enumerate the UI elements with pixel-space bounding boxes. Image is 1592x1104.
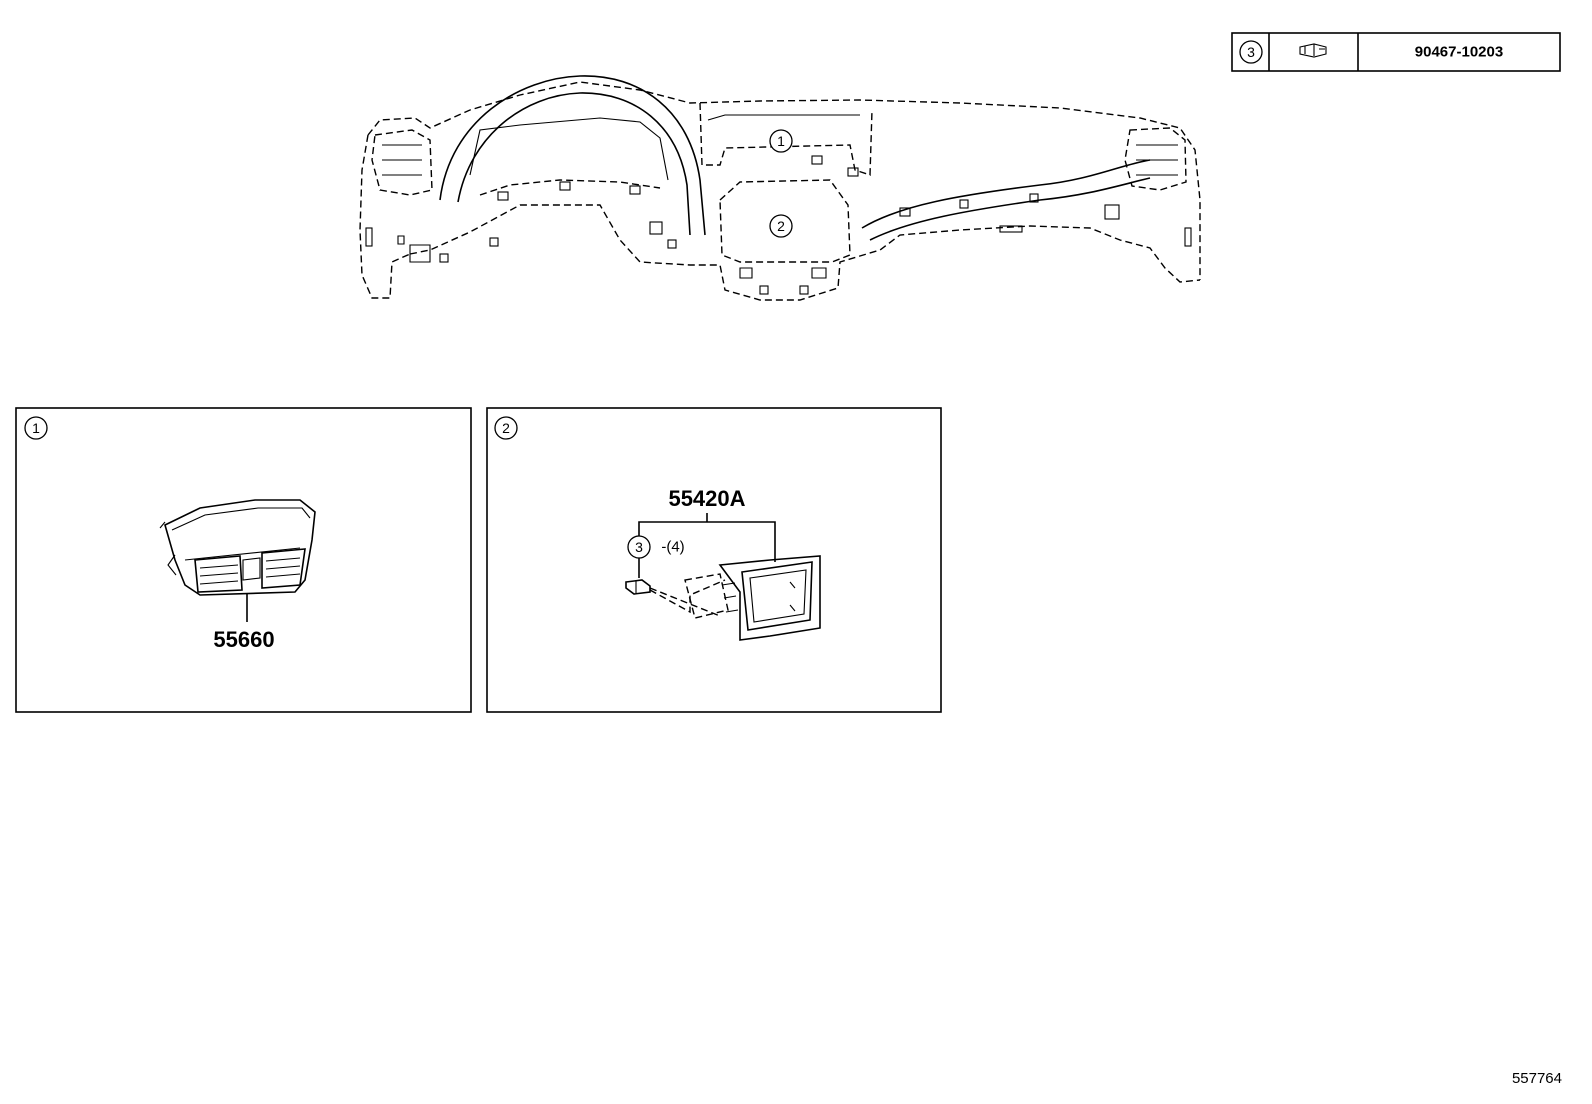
clip-icon <box>1299 43 1327 58</box>
center-vent-assembly <box>159 499 316 596</box>
legend-ref: 3 <box>1247 44 1255 60</box>
detail-panel-2: 2 55420A 3 -(4) <box>486 407 942 713</box>
panel-1-part-number: 55660 <box>213 627 274 652</box>
clip-icon <box>625 579 651 595</box>
panel-2-ref-circle <box>494 416 518 440</box>
diagram-id: 557764 <box>1511 1070 1562 1087</box>
overview-callout-1 <box>769 129 793 153</box>
panel-2-bracket-leader <box>638 513 776 562</box>
legend-part-number: 90467-10203 <box>1415 44 1503 61</box>
overview-callout-2-label: 2 <box>777 218 785 234</box>
overview-callout-1-label: 1 <box>777 133 785 149</box>
legend-table: 3 90467-10203 <box>1231 32 1561 72</box>
instrument-panel-overview: 1 2 <box>359 75 1201 301</box>
panel-1-ref: 1 <box>32 420 40 436</box>
panel-2-clip-ref: 3 <box>635 539 643 555</box>
panel-2-clip-qty: -(4) <box>661 539 684 556</box>
center-display-panel <box>684 555 821 641</box>
overview-callout-2 <box>769 214 793 238</box>
panel-1-ref-circle <box>24 416 48 440</box>
panel-2-ref: 2 <box>502 420 510 436</box>
legend-callout-circle <box>1239 40 1263 64</box>
detail-panel-1: 1 55660 <box>15 407 472 713</box>
panel-2-part-number: 55420A <box>668 486 745 511</box>
